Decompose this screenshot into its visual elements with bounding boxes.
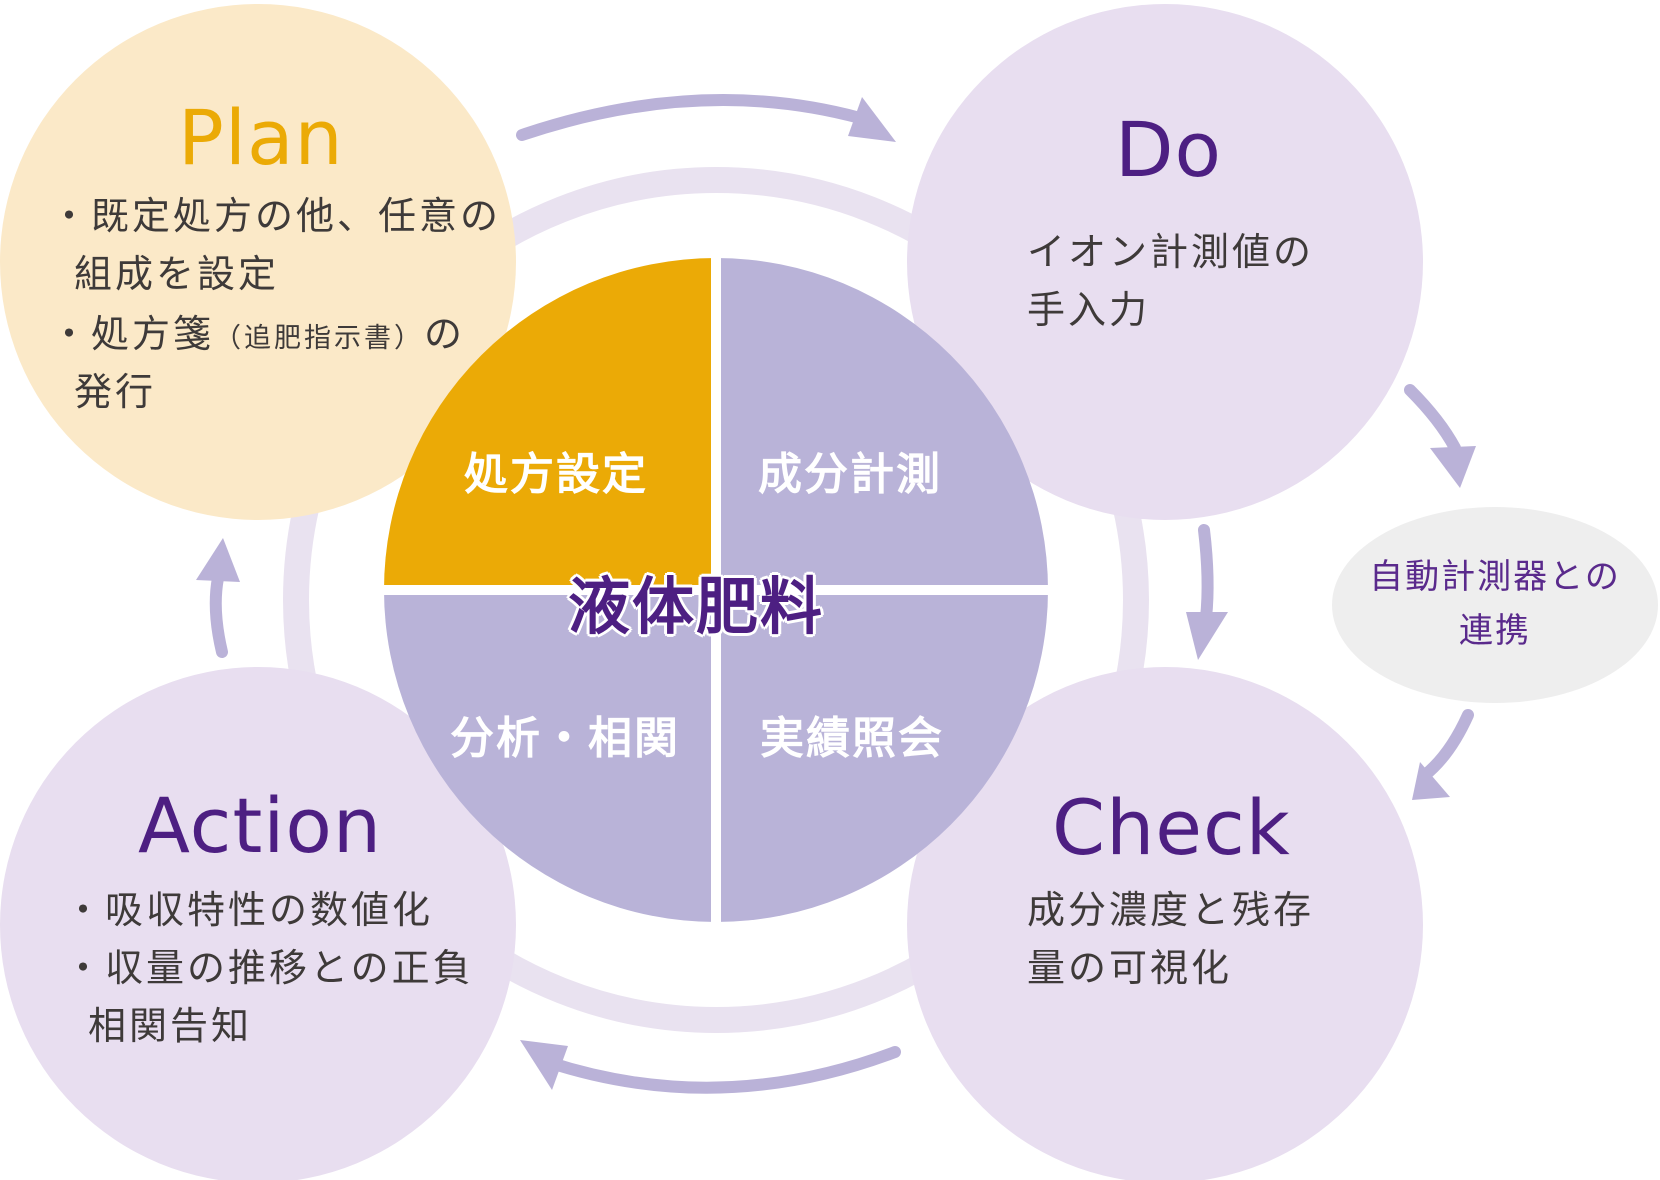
check-circle bbox=[907, 667, 1423, 1180]
quadrant-prescription bbox=[384, 258, 716, 590]
cycle-arrow-icon bbox=[209, 572, 228, 658]
do-line-1: イオン計測値の bbox=[1027, 230, 1315, 274]
plan-line-3-suffix: の bbox=[424, 312, 466, 356]
action-circle bbox=[0, 667, 516, 1180]
check-line-1: 成分濃度と残存 bbox=[1027, 888, 1315, 932]
quadrant-label-results: 実績照会 bbox=[760, 713, 944, 764]
check-line-2: 量の可視化 bbox=[1027, 946, 1233, 990]
do-circle bbox=[907, 4, 1423, 520]
action-line-3: 相関告知 bbox=[88, 1004, 253, 1048]
plan-circle bbox=[0, 4, 516, 520]
auto-bubble-line-1: 自動計測器との bbox=[1369, 557, 1621, 597]
quadrant-analysis bbox=[384, 590, 716, 922]
auto-measurement-bubble bbox=[1332, 507, 1658, 703]
cycle-arrow-icon bbox=[542, 1046, 901, 1094]
plan-title: Plan bbox=[178, 93, 344, 182]
center-pie bbox=[376, 250, 1056, 930]
cycle-arrow-icon bbox=[520, 1040, 568, 1090]
plan-line-3-text: ・処方箋 bbox=[50, 312, 215, 356]
cycle-arrow-icon bbox=[1430, 446, 1476, 488]
quadrant-measurement bbox=[716, 258, 1048, 590]
cycle-arrow-icon bbox=[196, 538, 240, 582]
cycle-arrow-icon bbox=[1198, 524, 1214, 624]
plan-line-2: 組成を設定 bbox=[74, 252, 280, 296]
quadrant-results bbox=[716, 590, 1048, 922]
plan-line-3-note: （追肥指示書） bbox=[214, 323, 425, 354]
plan-line-1: ・既定処方の他、任意の bbox=[50, 194, 502, 238]
action-line-1: ・吸収特性の数値化 bbox=[64, 888, 434, 932]
quadrant-label-measurement: 成分計測 bbox=[758, 449, 942, 500]
center-label: 液体肥料 bbox=[568, 570, 825, 643]
action-line-2: ・収量の推移との正負 bbox=[64, 946, 474, 990]
quadrant-label-prescription: 処方設定 bbox=[464, 449, 648, 500]
quadrant-label-analysis: 分析・相関 bbox=[450, 713, 680, 764]
auto-bubble-line-2: 連携 bbox=[1459, 611, 1531, 651]
cycle-arrow-icon bbox=[1412, 762, 1450, 800]
cycle-arrow-icon bbox=[1186, 612, 1228, 660]
cycle-arrow-icon bbox=[516, 94, 866, 141]
plan-line-3: ・処方箋（追肥指示書）の bbox=[50, 305, 465, 368]
do-title: Do bbox=[1115, 105, 1223, 194]
action-title: Action bbox=[138, 781, 383, 870]
cycle-arrow-icon bbox=[1419, 709, 1474, 781]
plan-line-4: 発行 bbox=[74, 370, 157, 414]
cycle-arrow-icon bbox=[1404, 384, 1461, 454]
cycle-ring bbox=[283, 167, 1149, 1033]
cycle-arrow-icon bbox=[848, 97, 896, 142]
cycle-arrows bbox=[196, 94, 1476, 1094]
check-title: Check bbox=[1052, 783, 1291, 872]
auto-bubble-text: 自動計測器との 連携 bbox=[1350, 550, 1640, 658]
do-line-2: 手入力 bbox=[1027, 288, 1151, 332]
